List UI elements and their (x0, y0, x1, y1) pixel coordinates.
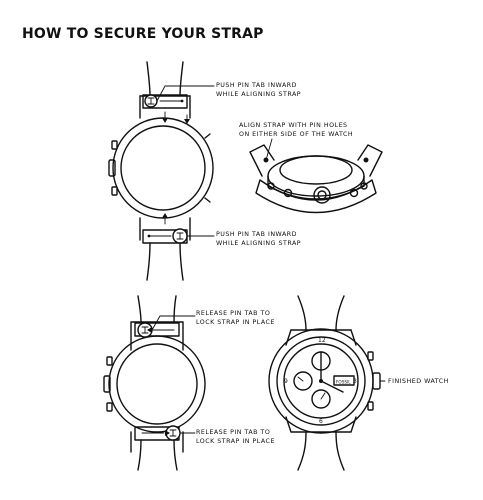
step-label-line: WHILE ALIGNING STRAP (216, 91, 302, 98)
step-label-line: ON EITHER SIDE OF THE WATCH (239, 131, 354, 138)
arrow-up-icon (162, 213, 168, 218)
brand-plate (333, 375, 355, 386)
step-label-line: RELEASE PIN TAB TO (196, 429, 271, 436)
watch-front-release-pin (103, 295, 206, 471)
step-label-push-tab-top: PUSH PIN TAB INWARD WHILE ALIGNING STRAP (216, 81, 301, 99)
dial-marker-6: 6 (319, 418, 323, 425)
dial-brand: FOSSIL (336, 380, 351, 385)
crown-front (313, 186, 331, 204)
pin-hole-right (363, 157, 369, 163)
watch-crystal (120, 125, 206, 211)
watch-hands (320, 351, 344, 393)
step-label-release-tab-bottom: RELEASE PIN TAB TO LOCK STRAP IN PLACE (196, 428, 275, 446)
step-label-finished-watch: FINISHED WATCH (388, 377, 449, 386)
watch-angled-pin-holes (249, 138, 383, 214)
step-label-line: LOCK STRAP IN PLACE (196, 438, 275, 445)
step-label-line: LOCK STRAP IN PLACE (196, 319, 275, 326)
watch-front-top-strap-attach (108, 61, 215, 281)
crown-finished (372, 372, 381, 390)
dial (283, 343, 359, 419)
step-label-line: FINISHED WATCH (388, 378, 449, 385)
step-label-line: PUSH PIN TAB INWARD (216, 82, 297, 89)
dial-marker-9: 9 (284, 378, 288, 385)
dial-marker-12: 12 (318, 337, 326, 344)
step-label-release-tab-top: RELEASE PIN TAB TO LOCK STRAP IN PLACE (196, 309, 275, 327)
step-label-line: PUSH PIN TAB INWARD (216, 231, 297, 238)
watch-case (112, 117, 214, 219)
page-title: HOW TO SECURE YOUR STRAP (22, 26, 264, 42)
subdial-left (293, 371, 313, 391)
step-label-align-strap: ALIGN STRAP WITH PIN HOLES ON EITHER SID… (239, 121, 353, 139)
dial-marker-3: 3 (353, 378, 357, 385)
step-label-push-tab-bottom: PUSH PIN TAB INWARD WHILE ALIGNING STRAP (216, 230, 301, 248)
crown (108, 159, 116, 177)
step-label-line: RELEASE PIN TAB TO (196, 310, 271, 317)
subdial-bottom (311, 389, 331, 409)
step-label-line: WHILE ALIGNING STRAP (216, 240, 302, 247)
step-label-line: ALIGN STRAP WITH PIN HOLES (239, 122, 348, 129)
watch-finished (268, 295, 386, 471)
